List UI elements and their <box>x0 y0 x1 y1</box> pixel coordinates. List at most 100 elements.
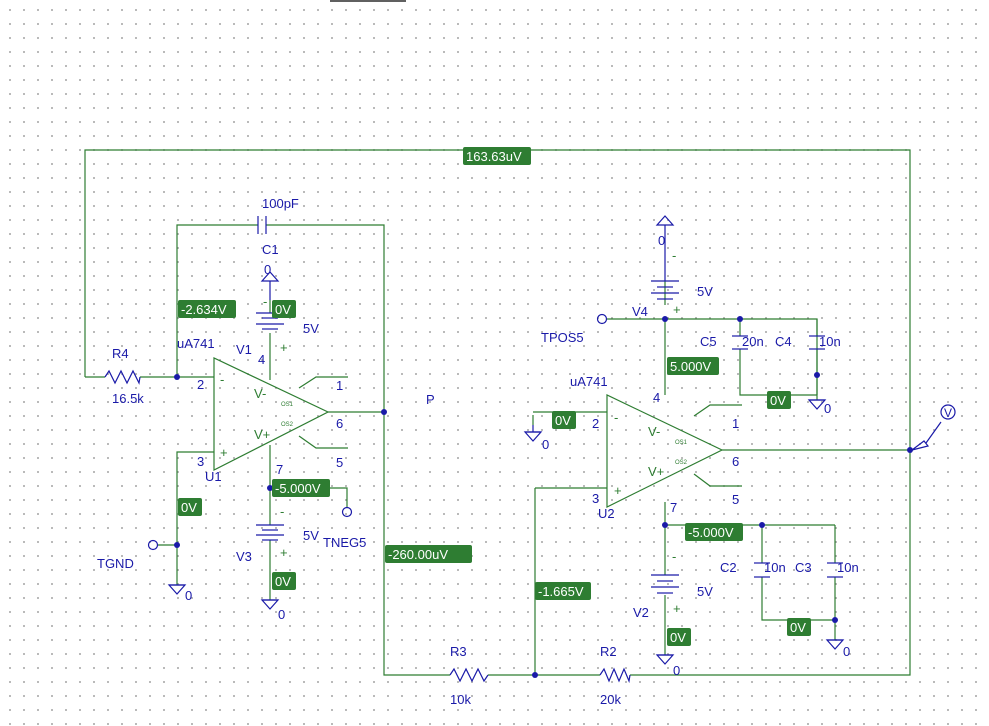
ground-v4 <box>655 215 675 236</box>
voltage-tag-feedback[interactable]: 163.63uV <box>463 147 531 165</box>
capacitor-c5 <box>732 335 748 350</box>
svg-text:0V: 0V <box>770 393 786 408</box>
c3-ground-label: 0 <box>843 644 850 659</box>
u1-pin5: 5 <box>336 455 343 470</box>
u2-pin4: 4 <box>653 390 660 405</box>
svg-text:0V: 0V <box>670 630 686 645</box>
voltage-tag-u2-pos-supply[interactable]: 5.000V <box>667 357 719 375</box>
tneg-terminal[interactable] <box>341 506 353 518</box>
tgnd-terminal[interactable] <box>147 539 159 551</box>
c4-label: C4 <box>775 334 792 349</box>
voltage-tag-c3[interactable]: 0V <box>787 618 811 636</box>
voltage-tag-u1-inverting[interactable]: -2.634V <box>178 300 236 318</box>
voltage-tag-u2-noninv[interactable]: -1.665V <box>535 582 591 600</box>
c1-label: C1 <box>262 242 279 257</box>
battery-v3 <box>256 524 284 541</box>
r4-value: 16.5k <box>112 391 144 406</box>
r3-label: R3 <box>450 644 467 659</box>
svg-text:-2.634V: -2.634V <box>181 302 227 317</box>
u2-os1-label: OS1 <box>675 440 688 446</box>
u2-pin5: 5 <box>732 492 739 507</box>
u1-pin2: 2 <box>197 377 204 392</box>
battery-v2 <box>651 574 679 594</box>
voltage-tag-u2-neg-supply[interactable]: -5.000V <box>685 523 743 541</box>
voltage-tag-u2-inv-gnd[interactable]: 0V <box>552 411 576 429</box>
svg-text:163.63uV: 163.63uV <box>466 149 522 164</box>
tpos-label: TPOS5 <box>541 330 584 345</box>
v4-value: 5V <box>697 284 713 299</box>
v1-label: V1 <box>236 342 252 357</box>
ground-u2 <box>523 425 543 442</box>
u2-vminus-label: V- <box>648 424 660 439</box>
u1-label: U1 <box>205 469 222 484</box>
v3-ground-label: 0 <box>278 607 285 622</box>
v1-plus-sign: + <box>280 340 288 355</box>
svg-text:0V: 0V <box>275 302 291 317</box>
capacitor-c4 <box>809 335 825 350</box>
c5-label: C5 <box>700 334 717 349</box>
u1-vminus-label: V- <box>254 386 266 401</box>
svg-text:-5.000V: -5.000V <box>275 481 321 496</box>
voltage-tag-c4[interactable]: 0V <box>767 391 791 409</box>
c5-value: 20n <box>742 334 764 349</box>
resistor-r4 <box>104 369 141 385</box>
u1-pin6: 6 <box>336 416 343 431</box>
capacitor-c2 <box>754 562 770 578</box>
v2-value: 5V <box>697 584 713 599</box>
svg-text:-5.000V: -5.000V <box>688 525 734 540</box>
u2-pin3: 3 <box>592 491 599 506</box>
v2-plus-sign: + <box>673 601 681 616</box>
wires <box>84 149 911 676</box>
v3-label: V3 <box>236 549 252 564</box>
voltage-tag-p[interactable]: -260.00uV <box>385 545 472 563</box>
ground-v3 <box>260 599 280 610</box>
probe-label: V <box>944 406 952 420</box>
ground-c3 <box>825 639 845 650</box>
v2-ground-label: 0 <box>673 663 680 678</box>
c4-value: 10n <box>819 334 841 349</box>
capacitor-c3 <box>827 562 843 578</box>
svg-text:0V: 0V <box>275 574 291 589</box>
u1-pin1: 1 <box>336 378 343 393</box>
u1-pin4: 4 <box>258 352 265 367</box>
ground-c4 <box>807 399 827 410</box>
c1-value: 100pF <box>262 196 299 211</box>
u2-pin6: 6 <box>732 454 739 469</box>
junctions <box>174 316 913 678</box>
u2-gnd-label: 0 <box>542 437 549 452</box>
v4-label: V4 <box>632 304 648 319</box>
voltage-tag-u1-neg-supply[interactable]: -5.000V <box>272 479 330 497</box>
tpos-terminal[interactable] <box>596 313 608 325</box>
v2-label: V2 <box>633 605 649 620</box>
tneg-label: TNEG5 <box>323 535 366 550</box>
u2-model: uA741 <box>570 374 608 389</box>
capacitor-c1 <box>257 216 267 234</box>
tgnd-label: TGND <box>97 556 134 571</box>
u2-minus-sign: - <box>614 410 618 425</box>
battery-v4 <box>651 236 679 300</box>
u1-os1-label: OS1 <box>281 402 294 408</box>
u2-pin7: 7 <box>670 500 677 515</box>
voltage-tag-v3[interactable]: 0V <box>272 572 296 590</box>
voltage-probe-icon[interactable]: V <box>911 404 956 451</box>
svg-text:-260.00uV: -260.00uV <box>388 547 448 562</box>
p-node-label: P <box>426 392 435 407</box>
v3-value: 5V <box>303 528 319 543</box>
v1-minus-sign: - <box>263 294 267 309</box>
u2-pin2: 2 <box>592 416 599 431</box>
ground-v2 <box>655 654 675 665</box>
u1-vplus-label: V+ <box>254 427 270 442</box>
voltage-tag-u1-noninv[interactable]: 0V <box>178 498 202 516</box>
c4-ground-label: 0 <box>824 401 831 416</box>
u1-model: uA741 <box>177 336 215 351</box>
u1-pin7: 7 <box>276 462 283 477</box>
v3-minus-sign: - <box>280 504 284 519</box>
v3-plus-sign: + <box>280 545 288 560</box>
voltage-tag-v2[interactable]: 0V <box>667 628 691 646</box>
svg-text:0V: 0V <box>790 620 806 635</box>
opamp-u1: - + V- V+ OS1 OS2 <box>213 357 330 471</box>
u2-os2-label: OS2 <box>675 460 688 466</box>
voltage-tag-v1[interactable]: 0V <box>272 300 296 318</box>
u2-plus-sign: + <box>614 483 622 498</box>
